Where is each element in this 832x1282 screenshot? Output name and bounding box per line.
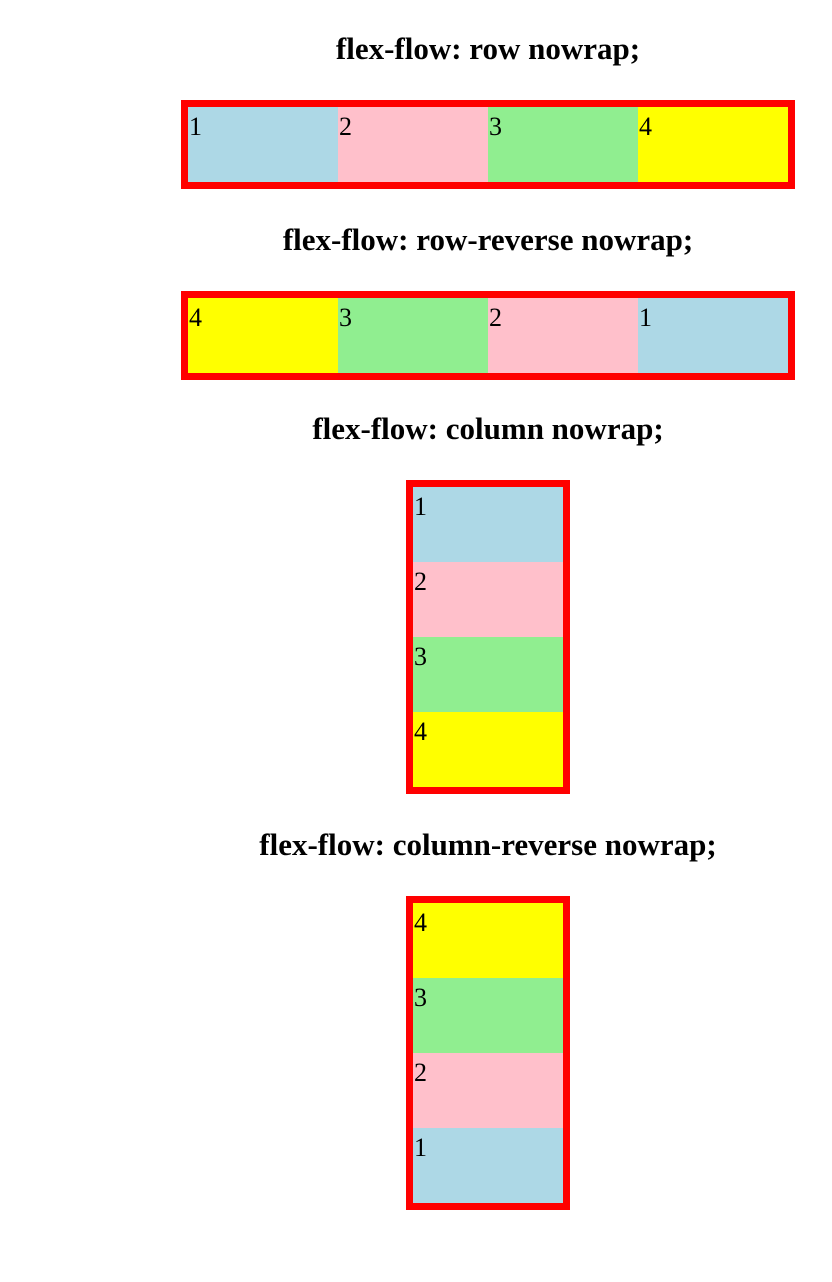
flex-item: 2 [413,562,563,637]
flex-item: 4 [638,107,788,182]
flex-item: 3 [413,637,563,712]
flex-container-row-reverse: 4 3 2 1 [181,291,795,380]
flex-item: 2 [413,1053,563,1128]
flex-container-column: 1 2 3 4 [406,480,570,794]
flex-item: 3 [338,298,488,373]
flex-container-row: 1 2 3 4 [181,100,795,189]
flex-item: 4 [413,712,563,787]
flex-item: 2 [488,298,638,373]
flex-item: 1 [638,298,788,373]
heading-row-nowrap: flex-flow: row nowrap; [335,31,641,66]
flex-item: 1 [413,1128,563,1203]
flex-item: 4 [413,903,563,978]
flex-container-column-reverse: 4 3 2 1 [406,896,570,1210]
heading-column-nowrap: flex-flow: column nowrap; [312,411,664,446]
flex-item: 3 [488,107,638,182]
flex-item: 3 [413,978,563,1053]
heading-column-reverse-nowrap: flex-flow: column-reverse nowrap; [259,827,717,862]
flex-item: 1 [413,487,563,562]
flex-item: 1 [188,107,338,182]
flex-item: 4 [188,298,338,373]
heading-row-reverse-nowrap: flex-flow: row-reverse nowrap; [282,222,694,257]
flex-item: 2 [338,107,488,182]
